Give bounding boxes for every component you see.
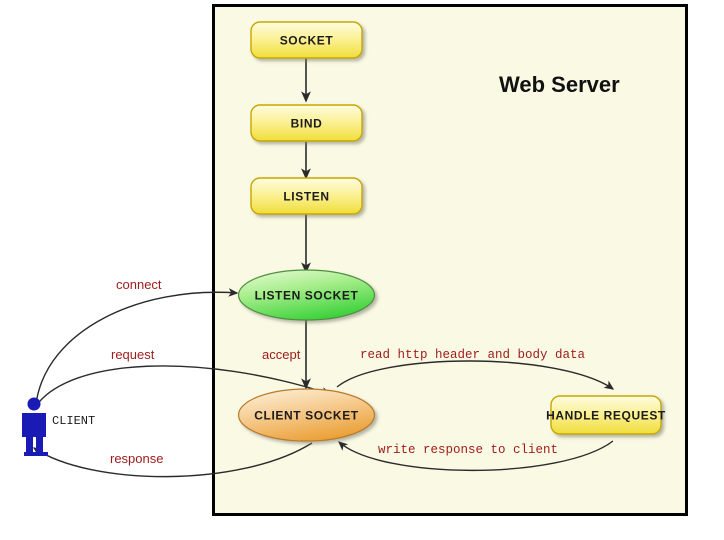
node-listen-label: LISTEN xyxy=(283,190,329,204)
client-actor-foot-left xyxy=(24,452,36,456)
node-client-socket-label: CLIENT SOCKET xyxy=(254,409,359,423)
node-listen-socket-label: LISTEN SOCKET xyxy=(255,289,359,303)
client-actor-head xyxy=(27,397,41,411)
node-handle-request-shape[interactable] xyxy=(550,395,662,435)
node-bind[interactable]: BIND xyxy=(250,104,363,142)
node-socket-label: SOCKET xyxy=(280,34,334,48)
client-actor-leg-left xyxy=(26,437,33,454)
node-socket[interactable]: SOCKET xyxy=(250,21,363,59)
edge-request-path xyxy=(35,365,332,407)
client-actor-leg-right xyxy=(36,437,43,454)
node-listen-socket[interactable]: LISTEN SOCKET xyxy=(237,269,376,321)
edge-label-read-http: read http header and body data xyxy=(360,348,586,362)
node-client-socket[interactable]: CLIENT SOCKET xyxy=(237,388,376,442)
node-handle-request-label: HANDLE REQUEST xyxy=(546,409,666,423)
client-actor-body xyxy=(22,413,46,437)
edge-label-request: request xyxy=(111,347,155,362)
edge-label-accept: accept xyxy=(262,347,301,362)
client-actor-label: CLIENT xyxy=(52,414,95,428)
edge-label-write-response: write response to client xyxy=(378,443,558,457)
edge-response-path xyxy=(32,442,313,478)
panel-title: Web Server xyxy=(499,72,620,97)
edge-connect-path xyxy=(35,288,239,405)
node-listen[interactable]: LISTEN xyxy=(250,177,363,215)
client-actor[interactable]: CLIENT xyxy=(22,397,95,457)
node-bind-shape[interactable] xyxy=(250,104,363,142)
edge-label-connect: connect xyxy=(116,277,162,292)
node-handle-request[interactable]: HANDLE REQUEST xyxy=(546,395,666,435)
node-listen-shape[interactable] xyxy=(250,177,363,215)
node-listen-socket-shape[interactable] xyxy=(237,269,376,321)
handle-request-connectors xyxy=(336,360,615,472)
node-bind-label: BIND xyxy=(291,117,323,131)
edge-read-http-path xyxy=(336,360,615,390)
edge-label-response: response xyxy=(110,451,163,466)
node-socket-shape[interactable] xyxy=(250,21,363,59)
client-actor-foot-right xyxy=(34,452,48,456)
client-connectors xyxy=(32,288,332,478)
edge-write-response-path xyxy=(337,440,614,472)
node-client-socket-shape[interactable] xyxy=(237,388,376,442)
